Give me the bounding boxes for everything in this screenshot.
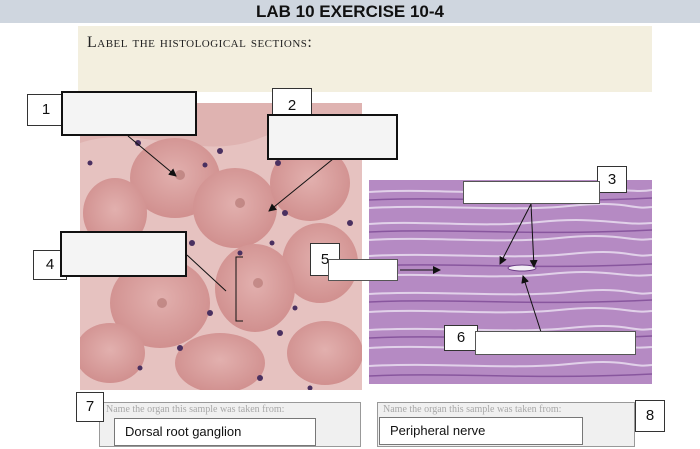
label-number-7: 7 [76, 392, 104, 422]
exercise-title: LAB 10 EXERCISE 10-4 [0, 0, 700, 23]
label-input-1[interactable] [61, 91, 197, 136]
label-number-8: 8 [635, 400, 665, 432]
label-input-3[interactable] [463, 181, 600, 204]
instructions-text: Label the histological sections: [87, 34, 313, 51]
label-input-5[interactable] [328, 259, 398, 281]
label-input-2[interactable] [267, 114, 398, 160]
label-input-4[interactable] [60, 231, 187, 277]
instructions-panel: Label the histological sections: [78, 26, 652, 92]
organ-prompt-8: Name the organ this sample was taken fro… [383, 404, 562, 415]
label-number-3: 3 [597, 166, 627, 193]
label-input-6[interactable] [475, 331, 636, 355]
label-number-6: 6 [444, 325, 478, 351]
label-number-1: 1 [27, 94, 65, 126]
organ-answer-7[interactable]: Dorsal root ganglion [114, 418, 316, 446]
organ-prompt-7: Name the organ this sample was taken fro… [106, 404, 285, 415]
organ-answer-8[interactable]: Peripheral nerve [379, 417, 583, 445]
